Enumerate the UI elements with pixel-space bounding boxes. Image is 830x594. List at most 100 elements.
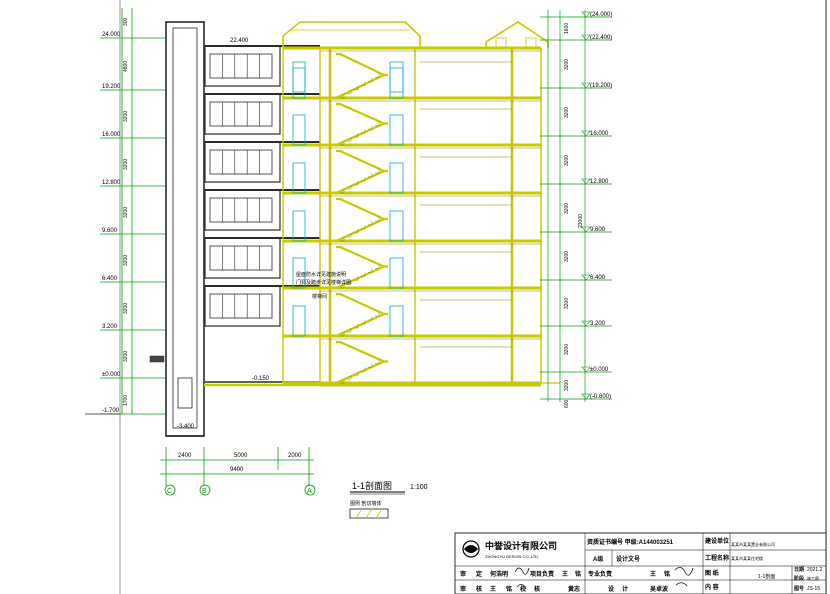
door-right-top <box>389 61 404 93</box>
roof-gable-right <box>485 21 549 48</box>
stair-tread <box>361 367 366 372</box>
stair-tread <box>361 129 366 134</box>
stair-flight-down <box>336 245 385 268</box>
door-left-top <box>292 61 306 93</box>
right-level-label: (-0.600) <box>590 394 611 400</box>
signature-cell: 专业负责 <box>588 570 612 578</box>
bay-frame <box>204 237 281 279</box>
level-marker <box>581 366 591 373</box>
stair-tread <box>354 181 359 186</box>
elevator-cab <box>177 377 193 409</box>
elevator-shaft <box>165 21 205 437</box>
left-level-label: ±0.000 <box>102 372 121 378</box>
stair-tread <box>354 85 359 90</box>
stair-tread <box>354 371 359 376</box>
signature-cell: 设 <box>608 585 614 593</box>
signature-cell: 核 <box>476 585 482 593</box>
stair-flight-down <box>336 197 385 221</box>
stair-flight-down <box>336 340 385 363</box>
left-elevation-ruler: 24.00019.20016.00012.8009.6006.4003.200±… <box>85 8 165 415</box>
door-right <box>389 114 404 146</box>
stair-tread <box>368 173 373 178</box>
right-dim-total: 23000 <box>578 214 584 228</box>
left-level-label: 24.000 <box>102 32 121 38</box>
stair-tread <box>347 185 352 190</box>
right-level-label: (24.000) <box>590 12 612 18</box>
shaft-ledge <box>149 355 165 363</box>
stair-tread <box>354 133 359 138</box>
right-level-label: 16.000 <box>590 131 609 137</box>
signature-scribble-2 <box>674 567 694 587</box>
date: 2021.2 <box>807 567 823 573</box>
dim-segment-3: 2000 <box>288 453 302 459</box>
stair-tread <box>347 375 352 380</box>
signature-cell: 定 <box>475 570 482 578</box>
right-level-label: 9.600 <box>590 227 606 233</box>
stair-tread <box>361 177 366 182</box>
stair-tag: 楼梯间 <box>312 293 327 300</box>
drawing-name: 1-1剖面 <box>758 573 775 580</box>
door-left <box>292 305 306 337</box>
stair-tread <box>375 264 380 269</box>
stair-tread <box>347 137 352 142</box>
bay-window <box>209 53 273 79</box>
stair-tread <box>347 328 352 333</box>
stair-tread <box>361 81 366 86</box>
signature-cell: 项目负责 <box>530 570 554 578</box>
left-dim-value: 3200 <box>123 111 129 122</box>
drawing-number: JS-15 <box>807 586 820 592</box>
legend-caption: 图例 剖切墙体 <box>350 500 381 507</box>
date-label: 日期 <box>794 566 804 573</box>
level-marker <box>581 82 591 89</box>
section-annotation-2: 门洞及踏步详见楼梯详图 <box>296 279 351 286</box>
project-name: 某某市某某住宅楼 <box>731 555 763 561</box>
right-dim-value: 3200 <box>564 155 570 166</box>
bay-frame <box>204 45 281 87</box>
signature-cell: 核 <box>534 585 540 593</box>
right-dim-value: 3200 <box>564 380 570 391</box>
level-marker <box>581 130 591 137</box>
left-dim-value: 3200 <box>123 207 129 218</box>
dim-segment-2: 5000 <box>234 453 248 459</box>
stair-tread <box>354 324 359 329</box>
stair-tread <box>368 268 373 273</box>
stair-tread <box>375 169 380 174</box>
door-left <box>292 257 306 289</box>
level-marker <box>581 178 591 185</box>
signature-cell: 审 <box>460 585 466 593</box>
left-level-label: 6.400 <box>102 276 118 282</box>
section-scale: 1:100 <box>410 484 428 491</box>
bay-window <box>209 197 273 223</box>
building-section <box>149 21 560 437</box>
stair-tread <box>361 272 366 277</box>
signature-cell: 校 <box>520 585 527 593</box>
door-right <box>389 210 404 242</box>
pit-level-label: -3.400 <box>177 424 195 430</box>
bottom-dimensions: 2400 5000 2000 9400 C B A <box>160 447 316 496</box>
right-elevation-ruler: (24.000)(22.400)(19.200)16.00012.8009.60… <box>540 10 612 408</box>
stair-tread <box>368 77 373 82</box>
company-name-en: ZHONGYU DESIGN CO.,LTD. <box>485 554 539 559</box>
stair-flight-down <box>336 292 385 316</box>
axis-label-c: C <box>167 488 172 495</box>
build-unit-label: 建设单位 <box>705 537 729 545</box>
door-right <box>389 162 404 194</box>
left-level-label: -1.700 <box>102 408 120 414</box>
stair-tread <box>375 121 380 126</box>
roof-dormer-1 <box>495 37 507 49</box>
ground-level-label: -0.150 <box>252 376 270 382</box>
stair-tread <box>354 276 359 281</box>
signature-cell: 王 <box>562 571 568 578</box>
stair-tread <box>347 280 352 285</box>
content-label: 内 容 <box>705 583 719 591</box>
left-dim-value: 3200 <box>123 303 129 314</box>
section-title: 1-1剖面图 <box>352 480 392 491</box>
right-dim-value: 3200 <box>564 344 570 355</box>
right-level-label: (19.200) <box>590 83 612 89</box>
signature-cell: 何浩明 <box>490 570 508 578</box>
left-dim-value: 3200 <box>123 255 129 266</box>
stair-tread <box>347 89 352 95</box>
roof-dormer-2 <box>525 37 537 49</box>
left-dim-value: 3200 <box>123 351 129 362</box>
section-title-block: 1-1剖面图 1:100 图例 剖切墙体 <box>349 480 428 519</box>
